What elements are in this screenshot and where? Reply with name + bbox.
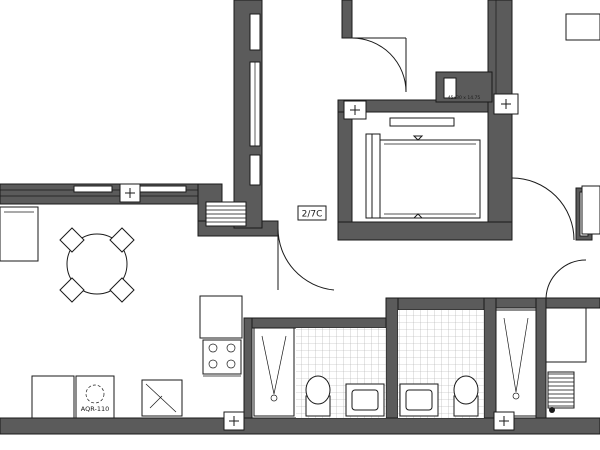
bathrooms bbox=[253, 307, 587, 418]
room-tag-label: 2/7C bbox=[302, 210, 323, 220]
bedroom bbox=[365, 13, 600, 235]
socket-icon bbox=[493, 411, 515, 431]
socket-markers bbox=[119, 93, 519, 431]
socket-icon bbox=[493, 93, 519, 115]
room-tag: 2/7C bbox=[297, 205, 327, 221]
living-furniture bbox=[0, 201, 247, 419]
appliance-tag-label: AQR-110 bbox=[81, 405, 109, 413]
socket-icon bbox=[223, 411, 245, 431]
socket-icon bbox=[343, 100, 367, 120]
socket-icon bbox=[119, 183, 141, 203]
bed-tag-label: 45x30 x 14.75 bbox=[448, 95, 481, 101]
